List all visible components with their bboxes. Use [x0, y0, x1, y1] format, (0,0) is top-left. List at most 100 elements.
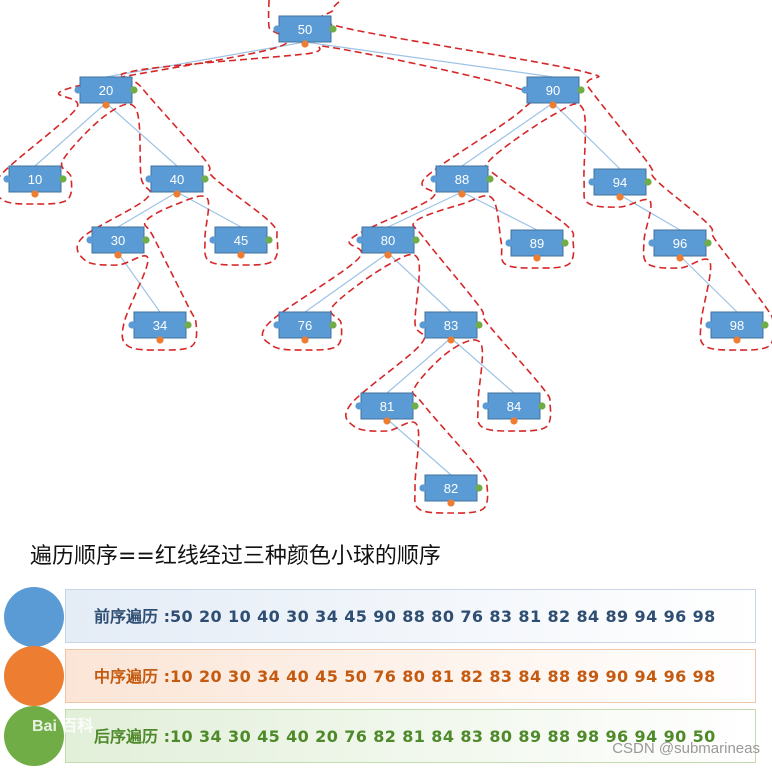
tree-node-84: 84: [487, 392, 541, 420]
inorder-label: 中序遍历 :: [94, 667, 170, 686]
csdn-watermark: CSDN @submarineas: [612, 740, 760, 757]
tree-node-box: [435, 165, 489, 193]
tree-node-label: 84: [507, 399, 521, 414]
tree-node-label: 30: [111, 233, 125, 248]
post-ball-96: [704, 239, 712, 247]
post-ball-81: [411, 402, 419, 410]
edge-50-20: [105, 41, 306, 78]
post-ball-80: [412, 236, 420, 244]
tree-node-label: 10: [28, 172, 42, 187]
edge-88-80: [387, 191, 463, 228]
pre-ball-80: [356, 236, 364, 244]
postorder-ball: [4, 706, 64, 766]
in-ball-98: [733, 336, 741, 344]
in-ball-80: [384, 251, 392, 259]
in-ball-30: [114, 251, 122, 259]
tree-node-90: 90: [526, 76, 580, 104]
traversal-red-path: [0, 0, 772, 514]
post-ball-94: [644, 178, 652, 186]
caption: 遍历顺序==红线经过三种颜色小球的顺序: [30, 544, 441, 569]
post-ball-34: [184, 321, 192, 329]
edge-30-34: [117, 252, 161, 313]
tree-node-45: 45: [214, 226, 268, 254]
edge-90-88: [461, 102, 554, 167]
in-ball-90: [549, 101, 557, 109]
tree-node-50: 50: [278, 15, 332, 43]
preorder-row: 前序遍历 :50 20 10 40 30 34 45 90 88 80 76 8…: [65, 589, 756, 643]
in-ball-10: [31, 190, 39, 198]
tree-node-label: 40: [170, 172, 184, 187]
tree-node-box: [8, 165, 62, 193]
edge-80-76: [304, 252, 389, 313]
tree-node-96: 96: [653, 229, 707, 257]
preorder-sequence: 50 20 10 40 30 34 45 90 88 80 76 83 81 8…: [169, 607, 716, 626]
post-ball-84: [538, 402, 546, 410]
in-ball-50: [301, 40, 309, 48]
pre-ball-88: [430, 175, 438, 183]
tree-node-81: 81: [360, 392, 414, 420]
tree-node-label: 96: [673, 236, 687, 251]
inorder-sequence: 10 20 30 34 40 45 50 76 80 81 82 83 84 8…: [169, 667, 716, 686]
in-ball-20: [102, 101, 110, 109]
edge-80-83: [387, 252, 452, 313]
postorder-sequence: 10 34 30 45 40 20 76 82 81 84 83 80 89 8…: [169, 727, 716, 746]
in-ball-84: [510, 417, 518, 425]
edge-96-98: [679, 255, 738, 313]
tree-node-label: 34: [153, 318, 167, 333]
tree-node-82: 82: [424, 474, 478, 502]
in-ball-94: [616, 193, 624, 201]
tree-node-label: 98: [730, 318, 744, 333]
post-ball-10: [59, 175, 67, 183]
tree-node-88: 88: [435, 165, 489, 193]
preorder-ball: [4, 587, 64, 647]
edge-94-96: [619, 194, 681, 231]
in-ball-89: [533, 254, 541, 262]
tree-node-40: 40: [150, 165, 204, 193]
postorder-row: 后序遍历 :10 34 30 45 40 20 76 82 81 84 83 8…: [65, 709, 756, 763]
inorder-row: 中序遍历 :10 20 30 34 40 45 50 76 80 81 82 8…: [65, 649, 756, 703]
pre-ball-76: [273, 321, 281, 329]
inorder-ball: [4, 646, 64, 706]
post-ball-88: [486, 175, 494, 183]
pre-ball-90: [521, 86, 529, 94]
post-ball-83: [475, 321, 483, 329]
tree-node-label: 82: [444, 481, 458, 496]
pre-ball-83: [419, 321, 427, 329]
traversal-balls: [3, 25, 769, 507]
tree-node-80: 80: [361, 226, 415, 254]
tree-node-box: [593, 168, 647, 196]
postorder-label: 后序遍历 :: [94, 727, 170, 746]
tree-node-label: 45: [234, 233, 248, 248]
edge-83-81: [386, 337, 452, 394]
pre-ball-20: [74, 86, 82, 94]
edge-50-90: [304, 41, 554, 78]
pre-ball-81: [355, 402, 363, 410]
tree-node-box: [424, 311, 478, 339]
pre-ball-94: [588, 178, 596, 186]
tree-node-30: 30: [91, 226, 145, 254]
post-ball-90: [577, 86, 585, 94]
post-ball-82: [475, 484, 483, 492]
tree-node-box: [79, 76, 133, 104]
in-ball-40: [173, 190, 181, 198]
red-dashed-traversal-line: [0, 0, 772, 514]
tree-node-83: 83: [424, 311, 478, 339]
in-ball-96: [676, 254, 684, 262]
pre-ball-40: [145, 175, 153, 183]
pre-ball-34: [128, 321, 136, 329]
baidu-watermark: Bai 百科: [32, 718, 94, 735]
tree-node-box: [133, 311, 187, 339]
in-ball-45: [237, 251, 245, 259]
in-ball-76: [301, 336, 309, 344]
pre-ball-50: [273, 25, 281, 33]
in-ball-88: [458, 190, 466, 198]
tree-node-label: 20: [99, 83, 113, 98]
tree-node-label: 76: [298, 318, 312, 333]
pre-ball-98: [705, 321, 713, 329]
in-ball-82: [447, 499, 455, 507]
tree-node-label: 88: [455, 172, 469, 187]
edge-40-30: [117, 191, 178, 228]
post-ball-40: [201, 175, 209, 183]
tree-node-76: 76: [278, 311, 332, 339]
